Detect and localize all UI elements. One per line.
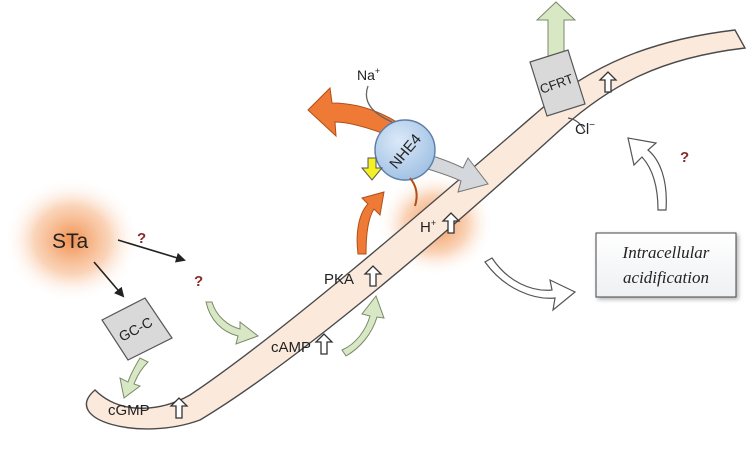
pka-label: PKA xyxy=(324,271,354,288)
pka-to-nhe4-arrow xyxy=(356,191,385,255)
acidification-to-cfrt-arrow xyxy=(627,137,667,211)
pka-up-icon xyxy=(363,265,383,287)
to-camp-arrow xyxy=(205,301,260,345)
cell-membrane xyxy=(85,29,747,430)
cgmp-up-icon xyxy=(169,397,189,419)
sta-label: STa xyxy=(52,230,89,253)
camp-label: cAMP xyxy=(271,339,311,356)
acidification-line2: acidification xyxy=(623,268,709,287)
cfrt-path-question: ? xyxy=(680,149,689,166)
cl-efflux-arrow xyxy=(535,1,577,61)
camp-to-pka-arrow xyxy=(341,294,385,357)
cgmp-label: cGMP xyxy=(108,402,150,419)
cfrt-transporter: CFRT xyxy=(529,49,586,117)
cl-influx-line xyxy=(567,117,586,133)
h-to-acidification-arrow xyxy=(484,257,577,312)
h-line xyxy=(409,177,418,207)
camp-up-icon xyxy=(314,333,334,355)
h-label: H+ xyxy=(420,218,436,236)
sta-glow xyxy=(4,178,140,302)
na-line xyxy=(365,85,393,123)
gcc-to-cgmp-arrow xyxy=(119,357,149,399)
nhe4-exchanger xyxy=(374,119,436,181)
membrane-question: ? xyxy=(194,273,203,290)
intracellular-acidification-box xyxy=(595,232,737,298)
h-up-icon xyxy=(441,212,461,234)
h-efflux-arrow xyxy=(307,86,401,139)
na-label: Na+ xyxy=(357,66,380,83)
cfrt-up-icon xyxy=(598,71,618,93)
sta-to-gcc-arrow xyxy=(93,261,125,298)
yellow-down-icon xyxy=(360,157,384,181)
acidification-line1: Intracellular xyxy=(622,243,710,262)
sta-to-membrane-arrow xyxy=(117,239,186,263)
gcc-receptor: GC-C xyxy=(101,297,173,361)
sta-question: ? xyxy=(137,230,146,247)
cl-label: Cl− xyxy=(575,120,595,138)
